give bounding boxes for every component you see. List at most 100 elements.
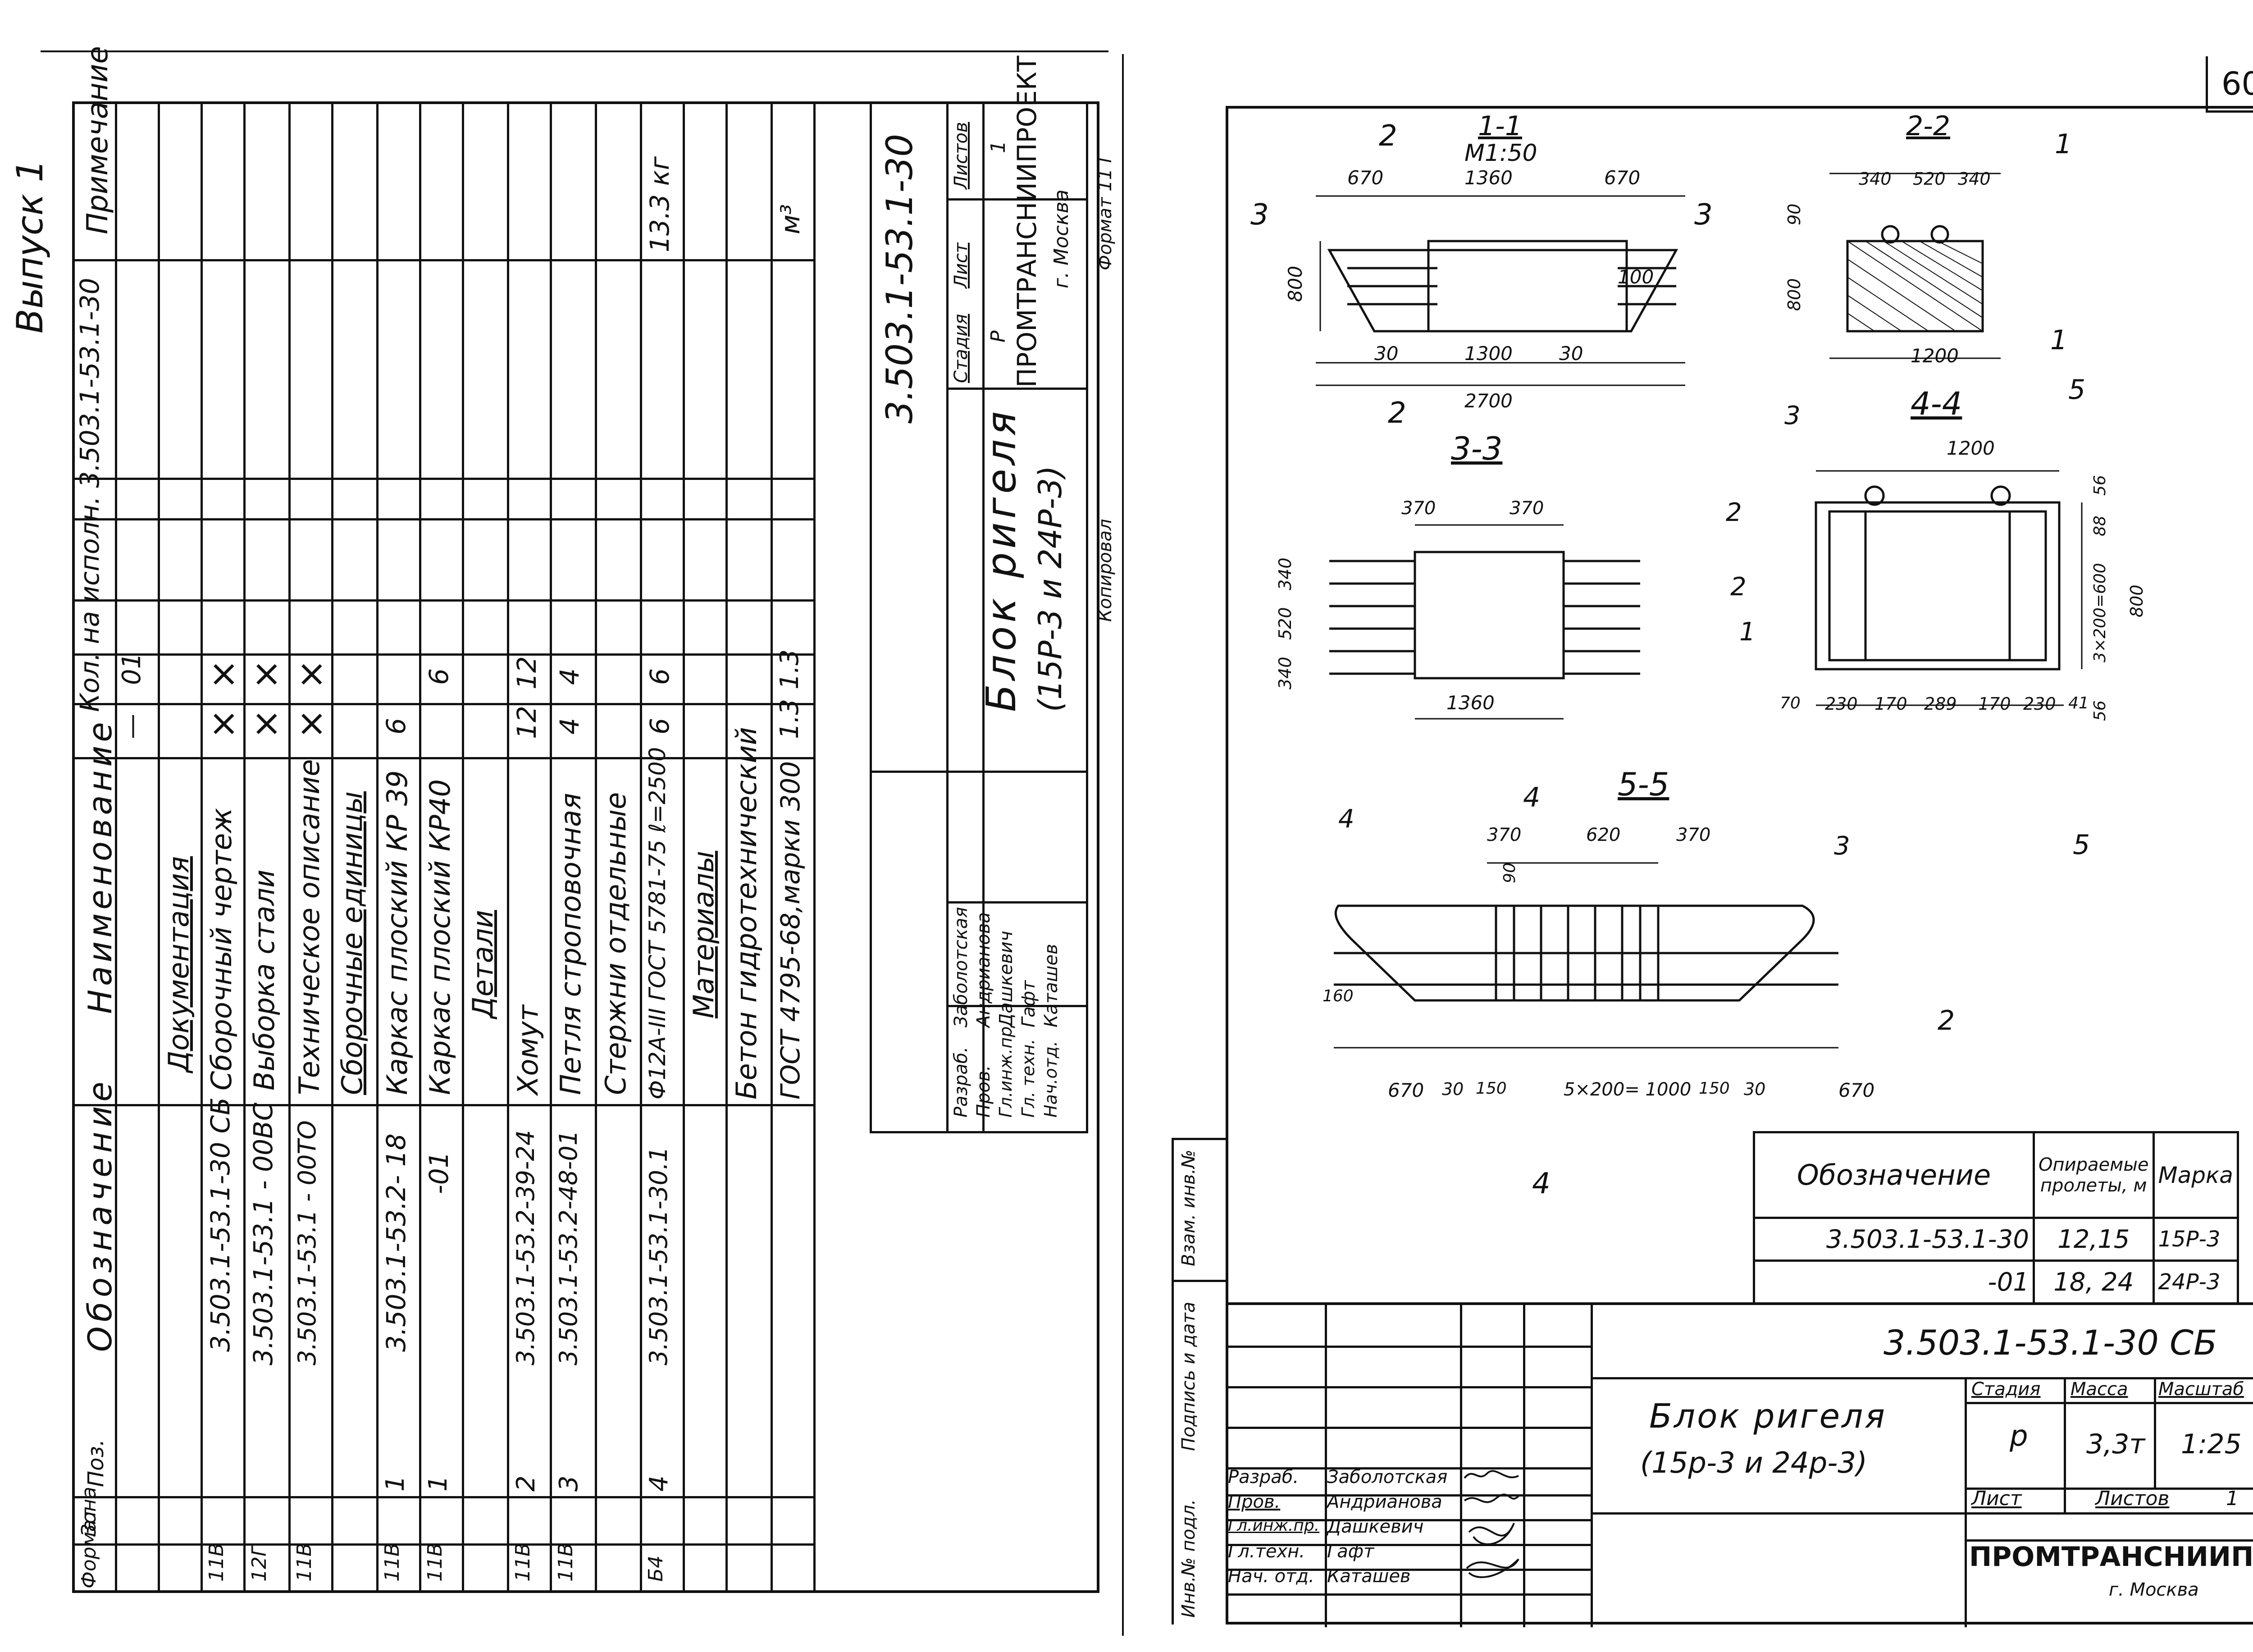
dim: 100	[1618, 266, 1654, 288]
dim: 340	[1275, 557, 1295, 590]
tb-sheets: 1	[2226, 1487, 2239, 1510]
row-name: Выборка стали	[248, 869, 281, 1091]
tb-role-0: Разраб.	[1228, 1467, 1299, 1488]
row-designation: 3.503.1-53.1-30.1	[644, 1146, 673, 1365]
row-q0: 6	[644, 718, 675, 735]
row-name: Петля строповочная	[554, 793, 587, 1095]
vt-mark: 24Р-3	[2152, 1260, 2239, 1305]
hdr-name: Наименование	[81, 718, 119, 1014]
left-stamp-stage-label: Стадия	[951, 314, 971, 383]
tb-mass-label: Масса	[2071, 1379, 2128, 1400]
row-designation: 3.503.1-53.2-48-01	[554, 1130, 583, 1365]
dim: 90	[1500, 863, 1519, 883]
dim: 620	[1586, 825, 1621, 845]
dim: 800	[1784, 278, 1804, 311]
side-vzam: Взам. инв.№	[1178, 1150, 1199, 1266]
dim: 800	[1284, 265, 1306, 302]
row-name: Сборочные единицы	[336, 791, 369, 1095]
marker: 2	[1379, 119, 1397, 153]
row-format: 11В	[381, 1542, 404, 1582]
row-q0: ×	[202, 708, 244, 739]
row-q1: 12	[511, 656, 542, 689]
left-stamp-copied: Копировал	[1095, 519, 1116, 622]
marker: 1	[2050, 324, 2068, 356]
tb-role-1: Пров.	[1228, 1492, 1281, 1512]
dim: 370	[1676, 825, 1711, 845]
left-stamp-stage: Р	[987, 330, 1010, 342]
row-q0: ×	[290, 708, 332, 739]
dim: 150	[1699, 1079, 1730, 1098]
row-designation: -01	[424, 1151, 454, 1194]
dim: 1300	[1464, 342, 1513, 365]
marker: 2	[1388, 397, 1406, 430]
left-role-3: Гл. техн.	[1018, 1039, 1038, 1118]
hdr-note: Примечание	[81, 46, 114, 234]
marker: 3	[1834, 831, 1850, 861]
hdr-zone: Зона	[78, 1487, 100, 1537]
left-name-1: Андрианова	[973, 912, 994, 1027]
marker: 4	[1523, 782, 1541, 813]
row-note: м³	[775, 204, 806, 234]
dim: 150	[1476, 1079, 1507, 1098]
dim: 1200	[1911, 345, 1959, 367]
marker: 4	[1532, 1167, 1551, 1200]
row-name: Детали	[466, 910, 499, 1018]
left-role-4: Нач.отд.	[1041, 1040, 1061, 1118]
section-4-4	[1815, 470, 2083, 706]
row-format: 11В	[511, 1542, 534, 1582]
marker: 2	[1938, 1005, 1955, 1036]
view-1-1-title: 1-1	[1478, 110, 1522, 142]
marker: 2	[1726, 498, 1742, 527]
dim: 1360	[1464, 167, 1513, 189]
row-name: Документация	[162, 856, 195, 1072]
row-name: Каркас плоский КР 39	[381, 770, 414, 1095]
marker: 5	[2073, 829, 2090, 861]
vt-hdr-designation: Обозначение	[1753, 1131, 2035, 1219]
dim: 56	[2091, 475, 2109, 496]
row-designation: 3.503.1-53.1 - 00ТО	[293, 1120, 321, 1365]
row-name: ГОСТ 4795-68,марки 300	[775, 761, 806, 1100]
dim: 230	[1825, 694, 1858, 714]
dim: 800	[2127, 584, 2147, 617]
dim: 30	[1442, 1079, 1464, 1099]
hdr-variant-01: 01	[117, 653, 146, 685]
row-designation: 3.503.1-53.1-30 СБ	[205, 1097, 236, 1352]
left-name-0: Заболотская	[951, 907, 971, 1027]
tb-name-4: Каташев	[1327, 1566, 1411, 1587]
dim: 340	[1958, 169, 1991, 189]
tb-role-3: Гл.техн.	[1228, 1541, 1305, 1562]
left-stamp-code: 3.503.1-53.1-30	[879, 133, 921, 424]
dim: 70	[1780, 694, 1801, 712]
row-designation: 3.503.1-53.2-39-24	[511, 1130, 540, 1365]
row-name: Бетон гидротехнический	[730, 727, 763, 1100]
row-format: 11В	[424, 1542, 447, 1582]
dim: 289	[1924, 694, 1957, 714]
row-note: 13.3 кг	[644, 156, 675, 252]
dim: 88	[2091, 516, 2109, 536]
tb-stage-label: Стадия	[1971, 1379, 2041, 1400]
row-q0: 4	[554, 718, 585, 735]
dim: 2700	[1464, 390, 1513, 412]
vt-designation: -01	[1753, 1260, 2035, 1305]
dim: 30	[1374, 342, 1399, 365]
tb-role-4: Нач. отд.	[1228, 1566, 1314, 1587]
hdr-variant-dash: —	[117, 714, 146, 739]
row-q0: 6	[381, 718, 411, 735]
tb-name-3: Гафт	[1327, 1541, 1374, 1562]
section-5-5	[1334, 862, 1838, 1049]
center-fold	[1122, 54, 1124, 1636]
tb-name-2: Дашкевич	[1327, 1516, 1424, 1537]
left-role-0: Разраб.	[951, 1046, 971, 1118]
section-3-3	[1329, 524, 1640, 720]
page-number: 60	[2221, 65, 2253, 102]
dim: 670	[1604, 167, 1641, 189]
dim: 370	[1510, 498, 1544, 519]
dim: 230	[2023, 694, 2056, 714]
dim: 30	[1744, 1079, 1766, 1099]
row-pos: 2	[511, 1475, 541, 1492]
view-2-2-title: 2-2	[1906, 110, 1950, 142]
dim: 3×200=600	[2091, 563, 2109, 662]
row-format: 12Г	[248, 1545, 271, 1582]
hdr-designation: Обозначение	[81, 1077, 119, 1352]
vt-hdr-spans: Опираемые пролеты, м	[2033, 1131, 2155, 1219]
